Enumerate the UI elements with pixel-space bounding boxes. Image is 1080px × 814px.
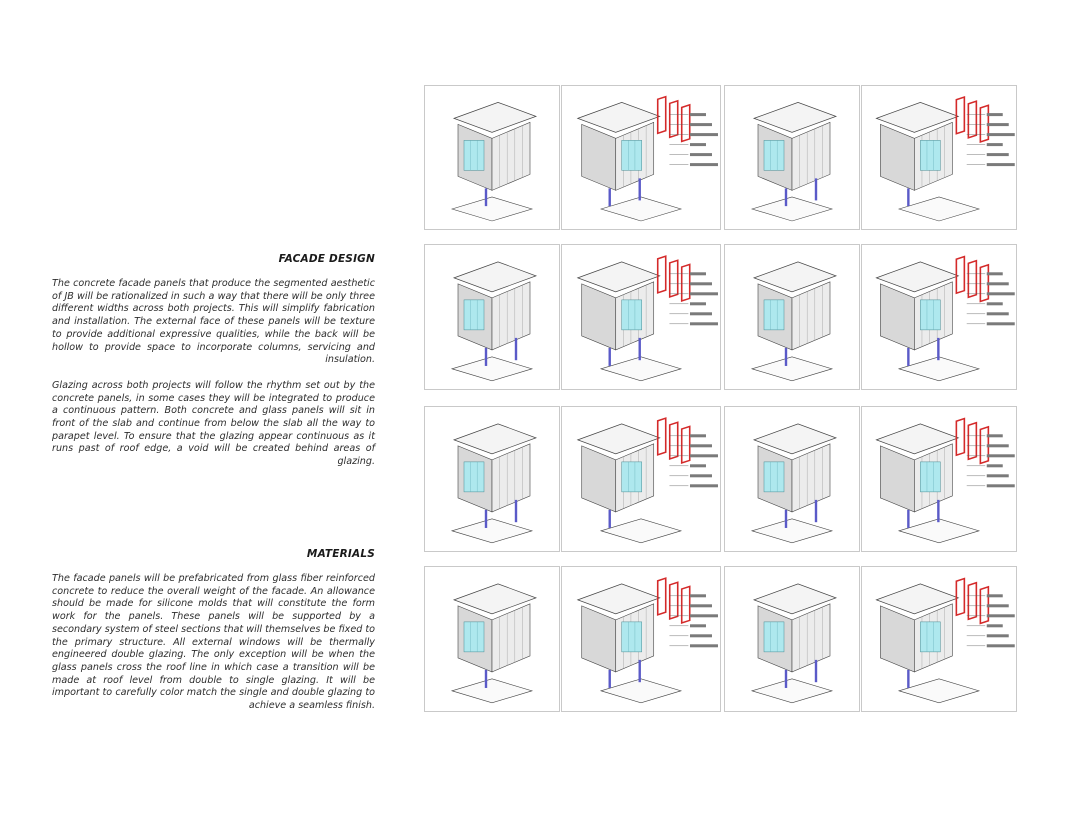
materials-section: MATERIALS The facade panels will be pref… (52, 548, 375, 713)
facade-diagram (424, 566, 560, 712)
facade-axonometric-icon (750, 583, 838, 704)
facade-diagram (724, 85, 860, 230)
exploded-facade-diagram (561, 406, 721, 552)
exploded-facade-axonometric-icon (875, 417, 1015, 544)
exploded-facade-diagram (561, 244, 721, 390)
facade-axonometric-icon (450, 423, 538, 544)
exploded-facade-diagram (861, 566, 1017, 712)
exploded-facade-axonometric-icon (576, 417, 718, 544)
facade-axonometric-icon (750, 261, 838, 382)
facade-design-section: FACADE DESIGN The concrete facade panels… (52, 253, 375, 469)
facade-diagram (724, 406, 860, 552)
facade-axonometric-icon (450, 101, 538, 222)
facade-design-heading: FACADE DESIGN (278, 253, 375, 265)
exploded-facade-axonometric-icon (875, 96, 1015, 222)
exploded-facade-diagram (561, 566, 721, 712)
exploded-facade-diagram (861, 244, 1017, 390)
facade-axonometric-icon (750, 101, 838, 222)
materials-heading: MATERIALS (306, 548, 375, 560)
facade-axonometric-icon (450, 261, 538, 382)
exploded-facade-axonometric-icon (576, 577, 718, 704)
exploded-facade-diagram (561, 85, 721, 230)
facade-diagram (724, 244, 860, 390)
exploded-facade-diagram (861, 406, 1017, 552)
facade-axonometric-icon (450, 583, 538, 704)
facade-design-paragraph-1: The concrete facade panels that produce … (52, 278, 375, 366)
exploded-facade-axonometric-icon (875, 255, 1015, 382)
exploded-facade-axonometric-icon (576, 255, 718, 382)
exploded-facade-axonometric-icon (875, 577, 1015, 704)
facade-diagram (724, 566, 860, 712)
facade-design-paragraph-2: Glazing across both projects will follow… (52, 379, 375, 468)
facade-diagram (424, 244, 560, 390)
facade-diagram (424, 85, 560, 230)
materials-paragraph: The facade panels will be prefabricated … (52, 573, 375, 712)
exploded-facade-diagram (861, 85, 1017, 230)
facade-axonometric-icon (750, 423, 838, 544)
facade-diagram (424, 406, 560, 552)
exploded-facade-axonometric-icon (576, 95, 718, 222)
